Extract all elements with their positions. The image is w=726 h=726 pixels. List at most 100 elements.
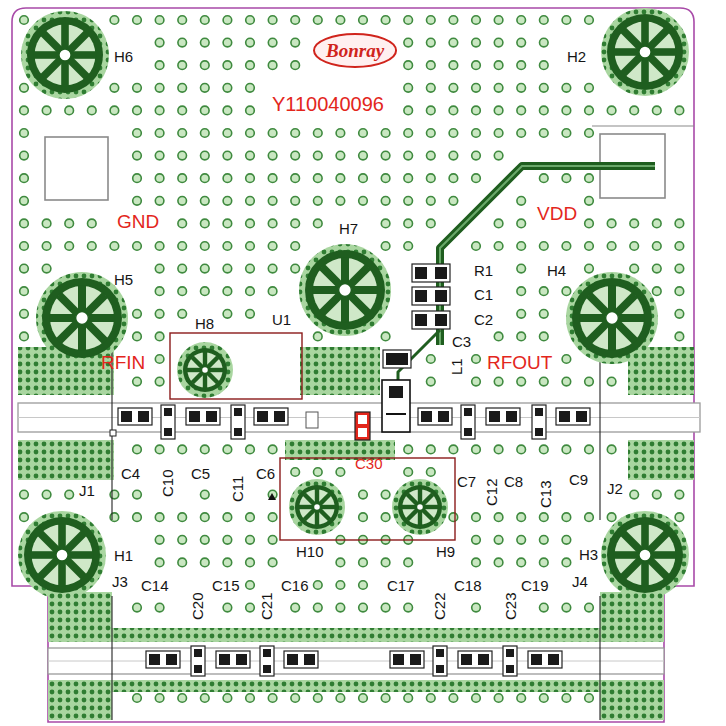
hole-drill (639, 549, 651, 561)
via (517, 106, 526, 115)
solder-pad (478, 654, 489, 665)
hole-drill (339, 284, 352, 297)
footprint-outline (433, 646, 447, 676)
footprint-outline (412, 264, 450, 282)
via (88, 219, 97, 228)
via (155, 355, 164, 364)
via (472, 84, 481, 93)
pad-edge (592, 125, 694, 126)
via (494, 38, 503, 47)
smd-footprint (216, 651, 250, 668)
hole-spoke (319, 509, 329, 519)
via (246, 603, 255, 612)
smd-footprint (390, 651, 424, 668)
via (404, 61, 413, 70)
mounting-hole (601, 511, 689, 599)
solder-pad (257, 411, 268, 422)
via (562, 355, 571, 364)
via (268, 536, 277, 545)
via (201, 106, 210, 115)
hole-spoke (59, 295, 78, 314)
via (178, 38, 187, 47)
via (517, 61, 526, 70)
smd-footprint (161, 405, 175, 439)
via (223, 603, 232, 612)
solder-pad (506, 665, 514, 673)
via (223, 287, 232, 296)
via (540, 310, 549, 319)
via (517, 536, 526, 545)
hole-copper (607, 14, 683, 90)
net-label: GND (117, 212, 159, 231)
hole-relief (50, 286, 114, 350)
via (494, 106, 503, 115)
via (607, 377, 616, 386)
via (291, 219, 300, 228)
via (630, 242, 639, 251)
hole-spoke (649, 533, 667, 551)
hole-spoke (78, 324, 86, 351)
via (607, 242, 616, 251)
hole-drill (56, 549, 68, 561)
via (653, 287, 662, 296)
ground-hatch (600, 592, 664, 642)
via (540, 558, 549, 567)
hole-spoke (66, 533, 84, 551)
via (449, 694, 458, 703)
via (155, 38, 164, 47)
via (675, 332, 684, 341)
via (88, 242, 97, 251)
via (201, 84, 210, 93)
ref-designator: R1 (474, 263, 493, 278)
hole-ring (566, 272, 658, 364)
via (494, 84, 503, 93)
via (540, 242, 549, 251)
via (404, 197, 413, 206)
solder-pad (166, 654, 177, 665)
via (494, 151, 503, 160)
solder-pad (234, 428, 242, 436)
via (540, 513, 549, 522)
mounting-hole (299, 244, 391, 336)
solder-pad (415, 314, 427, 326)
u1-outline (170, 333, 302, 399)
hole-spoke (69, 33, 87, 51)
via (562, 174, 571, 183)
hole-spoke (59, 322, 78, 341)
via (20, 129, 29, 138)
via (630, 264, 639, 273)
connector-label: J3 (112, 574, 128, 589)
via (201, 174, 210, 183)
via (246, 151, 255, 160)
via (494, 445, 503, 454)
hole-spoke (40, 533, 58, 551)
hole-ring (601, 8, 689, 96)
hole-spoke (423, 505, 438, 509)
ref-designator: C21 (259, 592, 274, 620)
via (291, 38, 300, 47)
via (540, 377, 549, 386)
via (201, 490, 210, 499)
via (404, 694, 413, 703)
footprint-outline (383, 350, 411, 368)
via (540, 332, 549, 341)
hole-spoke (78, 285, 86, 312)
via (178, 16, 187, 25)
via (178, 219, 187, 228)
hole-spoke (589, 295, 608, 314)
via (540, 694, 549, 703)
via (630, 106, 639, 115)
via (381, 603, 390, 612)
footprint-outline (161, 405, 175, 439)
hole-relief (615, 22, 676, 83)
hole-label: H5 (114, 272, 133, 287)
ground-hatch (300, 347, 380, 395)
hole-spoke (187, 368, 202, 372)
via (449, 197, 458, 206)
connector-edge (599, 350, 600, 520)
via (653, 106, 662, 115)
hole-spoke (641, 561, 649, 586)
smd-footprint (486, 408, 520, 425)
via (20, 310, 29, 319)
via (155, 129, 164, 138)
